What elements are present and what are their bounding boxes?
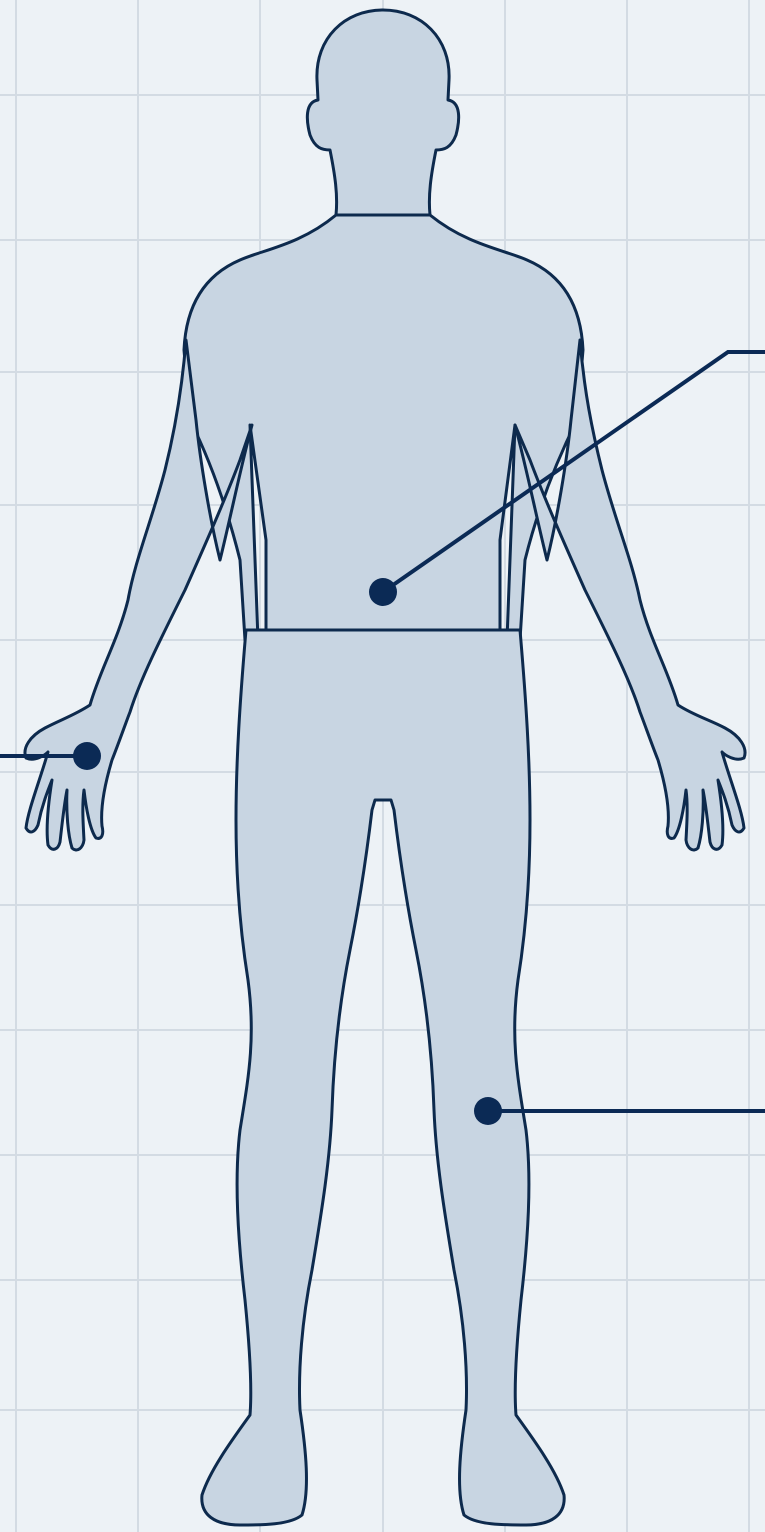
marker-left-knee[interactable] [474,1097,502,1125]
marker-right-hand-palm[interactable] [73,742,101,770]
torso [184,215,583,640]
marker-abdomen[interactable] [369,578,397,606]
